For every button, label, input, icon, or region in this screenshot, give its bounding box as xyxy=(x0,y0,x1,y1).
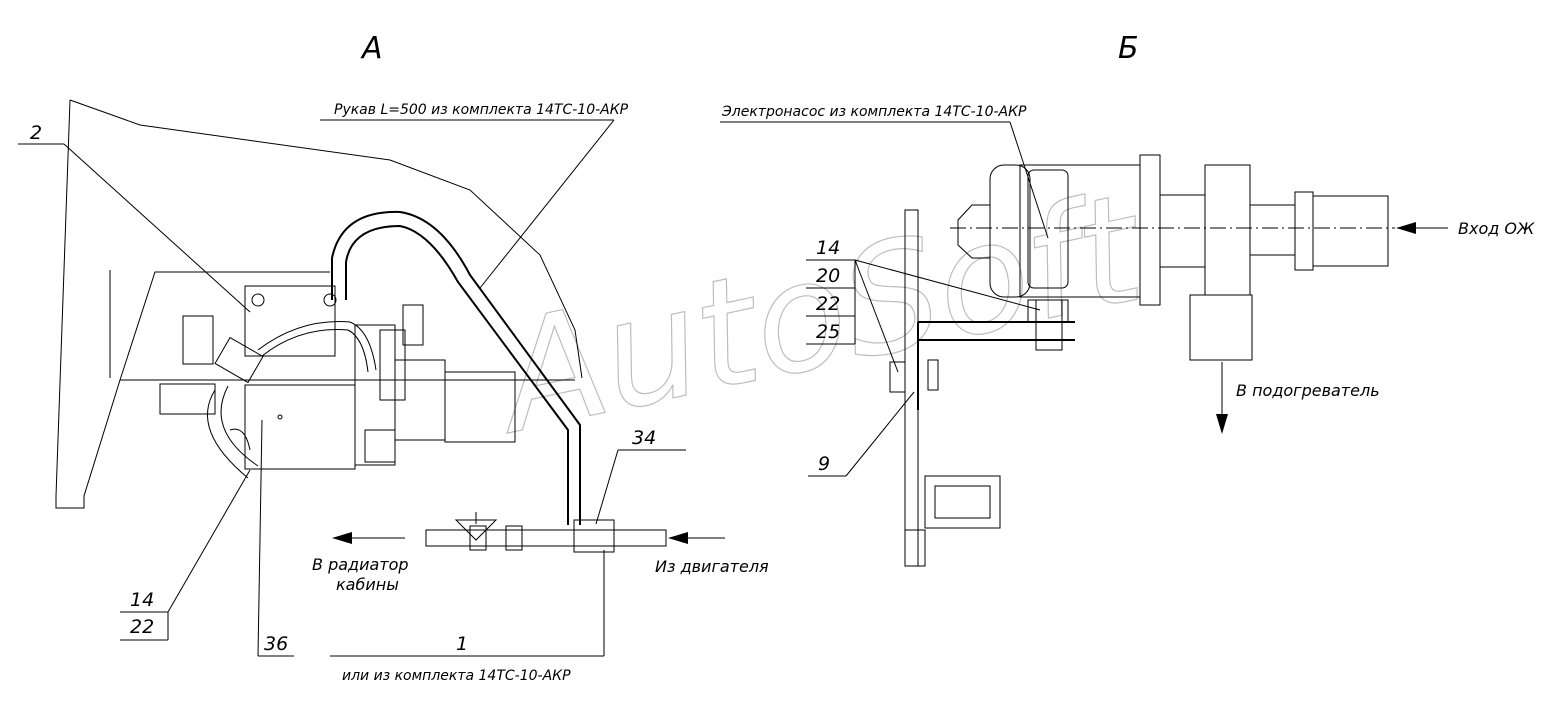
pos-a-14: 14 xyxy=(130,589,154,611)
position-stack xyxy=(806,259,1041,373)
view-a: А xyxy=(18,31,769,684)
note-pump: Электронасос из комплекта 14ТС-10-АКР xyxy=(721,104,1027,120)
pos-b-22: 22 xyxy=(816,293,840,315)
hose xyxy=(331,210,581,525)
pos-a-22: 22 xyxy=(130,616,154,638)
note-hose: Рукав L=500 из комплекта 14ТС-10-АКР xyxy=(334,102,629,118)
view-a-title: А xyxy=(360,31,383,66)
profile-tube xyxy=(904,475,1001,567)
pipe-line xyxy=(425,512,667,553)
view-b: Б xyxy=(720,31,1535,567)
view-b-title: Б xyxy=(1118,31,1139,66)
note-kit: или из комплекта 14ТС-10-АКР xyxy=(342,668,571,684)
label-from-engine: Из двигателя xyxy=(655,557,769,576)
cab-frame-outline xyxy=(55,99,583,509)
pos-b-20: 20 xyxy=(816,265,840,287)
flow-arrow-right xyxy=(668,532,725,544)
flow-arrow-left xyxy=(332,532,405,544)
label-coolant-in: Вход ОЖ xyxy=(1458,219,1535,238)
label-to-radiator-2: кабины xyxy=(336,575,399,594)
pos-a-1: 1 xyxy=(456,633,468,655)
pos-a-2: 2 xyxy=(30,122,42,144)
flow-arrow-coolant-in xyxy=(1396,222,1448,234)
pos-b-25: 25 xyxy=(816,321,840,343)
pos-a-34: 34 xyxy=(632,427,656,449)
label-to-radiator: В радиатор xyxy=(312,555,409,574)
pos-b-14: 14 xyxy=(816,237,840,259)
pos-a-36: 36 xyxy=(264,633,288,655)
pos-b-9: 9 xyxy=(818,453,830,475)
label-to-heater: В подогреватель xyxy=(1236,381,1380,400)
flow-arrow-to-heater xyxy=(1216,362,1228,434)
heater-unit xyxy=(159,285,516,479)
